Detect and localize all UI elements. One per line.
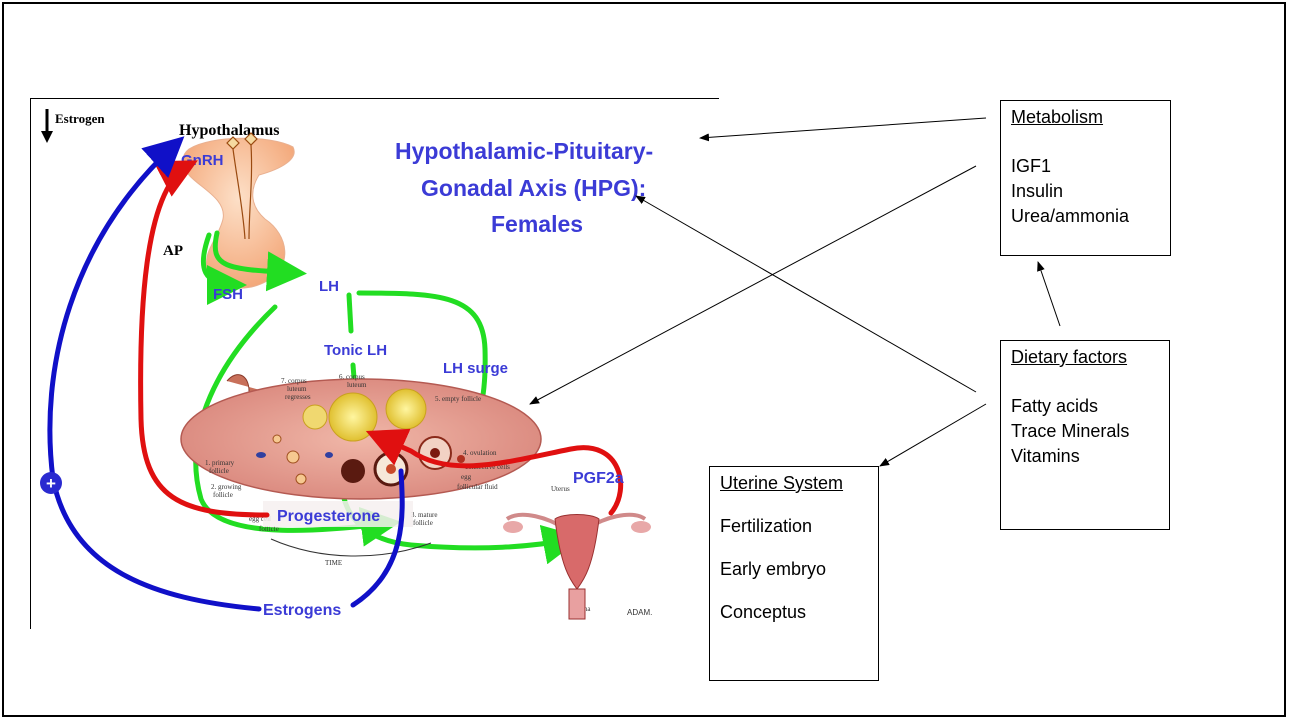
uterine-item: Conceptus (720, 600, 868, 625)
estrogen-down-arrow (41, 109, 53, 143)
svg-text:3. mature: 3. mature (411, 511, 437, 519)
uterus-illustration (503, 515, 651, 620)
uterine-item: Early embryo (720, 557, 868, 582)
svg-text:6. corpus: 6. corpus (339, 373, 365, 381)
svg-text:luteum: luteum (287, 385, 307, 393)
hpg-figure: Estrogen Hypothalamus GnRH AP Hypothalam… (30, 98, 719, 629)
title-line-2: Gonadal Axis (HPG): (421, 175, 646, 201)
svg-text:+: + (46, 474, 56, 493)
metabolism-box: Metabolism IGF1 Insulin Urea/ammonia (1000, 100, 1171, 256)
lh-label: LH (319, 278, 339, 295)
tonic-lh-label: Tonic LH (324, 342, 387, 359)
estrogen-tag: Estrogen (55, 111, 105, 126)
fsh-label: FSH (213, 286, 243, 303)
adam-credit: ADAM. (627, 608, 652, 617)
svg-text:1. primary: 1. primary (205, 459, 235, 467)
svg-text:follicle: follicle (209, 467, 229, 475)
dietary-item: Vitamins (1011, 444, 1159, 469)
lh-surge-label: LH surge (443, 360, 508, 377)
svg-text:Uterus: Uterus (551, 485, 570, 493)
svg-text:luteum: luteum (347, 381, 367, 389)
uterine-item: Fertilization (720, 514, 868, 539)
hypothalamus-label: Hypothalamus (179, 122, 279, 139)
dietary-item: Fatty acids (1011, 394, 1159, 419)
progesterone-label: Progesterone (277, 508, 380, 525)
ap-label: AP (163, 243, 183, 259)
uterine-heading: Uterine System (720, 473, 868, 494)
positive-feedback-icon: + (40, 472, 62, 494)
svg-text:regresses: regresses (285, 393, 311, 401)
svg-text:follicle: follicle (413, 519, 433, 527)
svg-text:5. empty follicle: 5. empty follicle (435, 395, 481, 403)
title-line-1: Hypothalamic-Pituitary- (395, 138, 653, 164)
svg-text:4. ovulation: 4. ovulation (463, 449, 497, 457)
svg-text:2. growing: 2. growing (211, 483, 242, 491)
dietary-heading: Dietary factors (1011, 347, 1159, 368)
dietary-factors-box: Dietary factors Fatty acids Trace Minera… (1000, 340, 1170, 530)
dietary-item: Trace Minerals (1011, 419, 1159, 444)
metabolism-item: IGF1 (1011, 154, 1160, 179)
lh-to-tonic-line (349, 295, 351, 331)
time-arc (271, 539, 431, 556)
uterine-system-box: Uterine System Fertilization Early embry… (709, 466, 879, 681)
metabolism-item: Urea/ammonia (1011, 204, 1160, 229)
ovary-illustration (181, 375, 541, 499)
estrogens-label: Estrogens (263, 602, 341, 619)
pgf2a-label: PGF2a (573, 470, 624, 487)
hpg-diagram-svg: Estrogen Hypothalamus GnRH AP Hypothalam… (31, 99, 719, 629)
title-line-3: Females (491, 211, 583, 237)
svg-text:egg: egg (461, 473, 472, 481)
svg-text:follicle: follicle (213, 491, 233, 499)
metabolism-item: Insulin (1011, 179, 1160, 204)
metabolism-heading: Metabolism (1011, 107, 1160, 128)
svg-text:TIME: TIME (325, 559, 342, 567)
svg-text:follicular fluid: follicular fluid (457, 483, 498, 491)
svg-text:7. corpus: 7. corpus (281, 377, 307, 385)
